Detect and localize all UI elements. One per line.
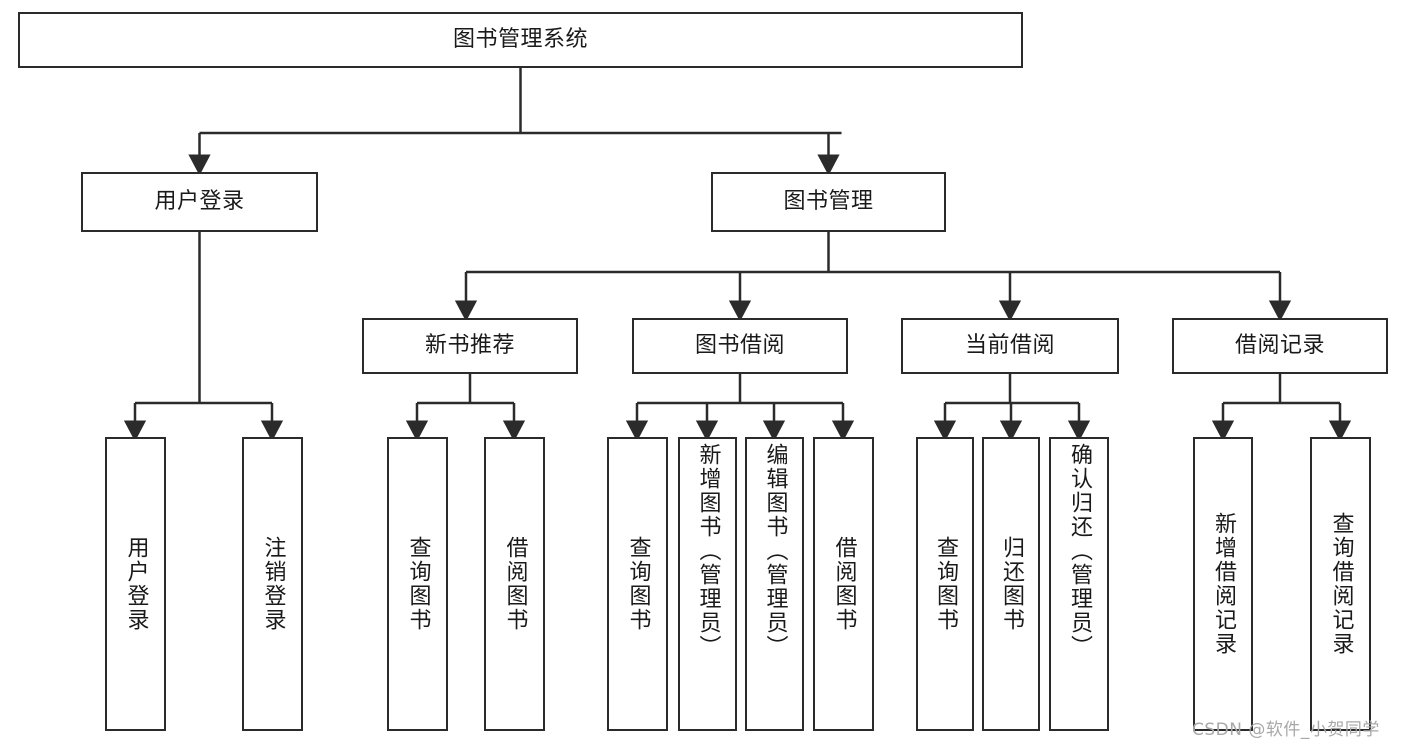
node-leaf-query-book-3[interactable]: 查询图书 (916, 437, 974, 731)
node-book-borrow-label: 图书借阅 (694, 332, 785, 358)
node-leaf-return-book-label: 归还图书 (998, 536, 1024, 632)
node-leaf-confirm-return[interactable]: 确认归还（管理员） (1049, 437, 1109, 731)
node-book-manage-label: 图书管理 (783, 188, 874, 214)
node-leaf-borrow-book-2-label: 借阅图书 (831, 536, 857, 632)
edge-currentborrow-to-leaves (933, 374, 1091, 442)
node-leaf-query-record-label: 查询借阅记录 (1328, 512, 1354, 656)
node-leaf-query-book-2[interactable]: 查询图书 (607, 437, 668, 731)
node-leaf-query-book-3-label: 查询图书 (932, 536, 958, 632)
node-user-login-label: 用户登录 (154, 188, 245, 214)
node-leaf-logout-label: 注销登录 (260, 536, 286, 632)
node-borrow-record[interactable]: 借阅记录 (1172, 318, 1388, 374)
node-leaf-add-book-label: 新增图书（管理员） (695, 443, 721, 659)
node-leaf-borrow-book-2[interactable]: 借阅图书 (813, 437, 874, 731)
node-borrow-record-label: 借阅记录 (1234, 332, 1325, 358)
node-leaf-edit-book[interactable]: 编辑图书（管理员） (745, 437, 804, 731)
node-new-book-rec-label: 新书推荐 (424, 332, 515, 358)
node-leaf-edit-book-label: 编辑图书（管理员） (762, 443, 788, 659)
node-leaf-add-book[interactable]: 新增图书（管理员） (678, 437, 737, 731)
node-leaf-query-book-1-label: 查询图书 (405, 536, 431, 632)
node-leaf-query-book-2-label: 查询图书 (625, 536, 651, 632)
node-leaf-borrow-book-1-label: 借阅图书 (502, 536, 528, 632)
node-leaf-query-record[interactable]: 查询借阅记录 (1310, 437, 1371, 731)
node-leaf-borrow-book-1[interactable]: 借阅图书 (484, 437, 545, 731)
edge-bookborrow-to-leaves (625, 374, 855, 442)
node-new-book-rec[interactable]: 新书推荐 (362, 318, 578, 374)
csdn-watermark: CSDN @软件_小贺同学 (1192, 720, 1380, 740)
node-leaf-logout[interactable]: 注销登录 (242, 437, 303, 731)
node-leaf-confirm-return-label: 确认归还（管理员） (1066, 443, 1092, 659)
edge-root-to-level2 (188, 68, 842, 176)
node-leaf-user-login-label: 用户登录 (123, 536, 149, 632)
node-leaf-query-book-1[interactable]: 查询图书 (387, 437, 448, 731)
node-root[interactable]: 图书管理系统 (18, 12, 1023, 68)
node-book-manage[interactable]: 图书管理 (711, 172, 946, 232)
node-book-borrow[interactable]: 图书借阅 (632, 318, 848, 374)
node-current-borrow[interactable]: 当前借阅 (901, 318, 1119, 374)
node-leaf-user-login[interactable]: 用户登录 (105, 437, 166, 731)
edge-borrowrecord-to-leaves (1211, 374, 1352, 442)
node-current-borrow-label: 当前借阅 (964, 332, 1055, 358)
node-leaf-add-record[interactable]: 新增借阅记录 (1193, 437, 1253, 731)
node-user-login[interactable]: 用户登录 (81, 172, 318, 232)
node-leaf-return-book[interactable]: 归还图书 (982, 437, 1040, 731)
edge-bookmanage-to-level3 (454, 232, 1292, 322)
node-root-label: 图书管理系统 (452, 26, 588, 52)
node-leaf-add-record-label: 新增借阅记录 (1210, 512, 1236, 656)
edge-newbookrec-to-leaves (405, 374, 526, 442)
edge-userlogin-to-leaves (123, 232, 284, 442)
